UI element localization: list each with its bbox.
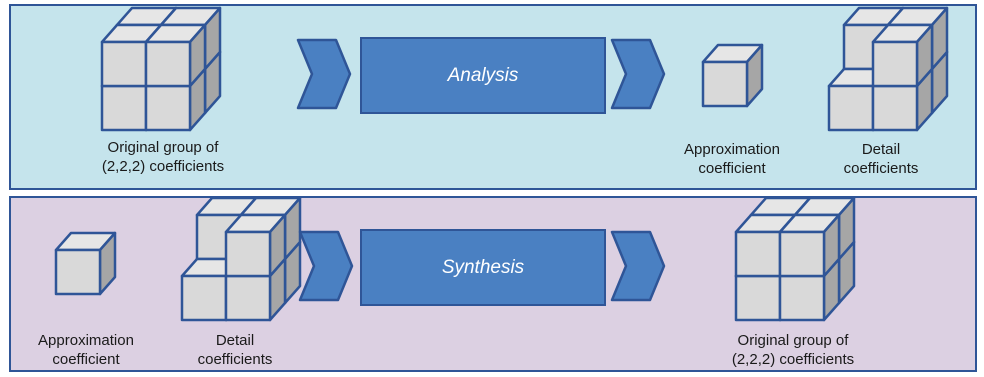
analysis-left-chevron xyxy=(296,38,352,110)
synthesis-right-chevron xyxy=(610,230,666,302)
synthesis-output-cube-front-01-front xyxy=(778,230,826,278)
analysis-input-cube-front-01-front xyxy=(144,40,192,88)
synthesis-output-cube-front-11-front xyxy=(778,274,826,322)
analysis-input-cube-front-11-front xyxy=(144,84,192,132)
synthesis-detail-cubes xyxy=(180,196,302,322)
analysis-detail-label: Detail coefficients xyxy=(843,141,919,177)
synthesis-approximation-cube xyxy=(54,231,117,296)
analysis-approx-cube-front xyxy=(701,60,749,108)
analysis-detail-cube-front-11-front xyxy=(871,84,919,132)
synthesis-output-cube-front-00-front xyxy=(734,230,782,278)
synthesis-left-chevron xyxy=(298,230,354,302)
chevron-arrows xyxy=(296,38,666,302)
analysis-input-cube-group xyxy=(100,6,222,132)
analysis-detail-cubes xyxy=(827,6,949,132)
analysis-detail-cube-front-10-front xyxy=(827,84,875,132)
synthesis-detail-cube-front-10-front xyxy=(180,274,228,322)
analysis-approximation-cube xyxy=(701,43,764,108)
synthesis-detail-label: Detail coefficients xyxy=(197,332,273,368)
synthesis-output-cube-front-10-front xyxy=(734,274,782,322)
analysis-approximation-label: Approximation coefficient xyxy=(684,141,780,177)
analysis-detail-cube-front-01-front xyxy=(871,40,919,88)
analysis-input-label: Original group of (2,2,2) coefficients xyxy=(101,139,225,175)
analysis-process-label: Analysis xyxy=(447,64,519,86)
analysis-input-cube-front-00-front xyxy=(100,40,148,88)
synthesis-approx-cube-front xyxy=(54,248,102,296)
synthesis-process-box: Synthesis xyxy=(360,229,606,306)
analysis-process-box: Analysis xyxy=(360,37,606,114)
analysis-right-chevron xyxy=(610,38,666,110)
synthesis-output-label: Original group of (2,2,2) coefficients xyxy=(731,332,855,368)
synthesis-output-cube-group xyxy=(734,196,856,322)
synthesis-approximation-label: Approximation coefficient xyxy=(38,332,134,368)
synthesis-detail-cube-front-01-front xyxy=(224,230,272,278)
analysis-input-cube-front-10-front xyxy=(100,84,148,132)
synthesis-process-label: Synthesis xyxy=(441,256,525,278)
synthesis-detail-cube-front-11-front xyxy=(224,274,272,322)
